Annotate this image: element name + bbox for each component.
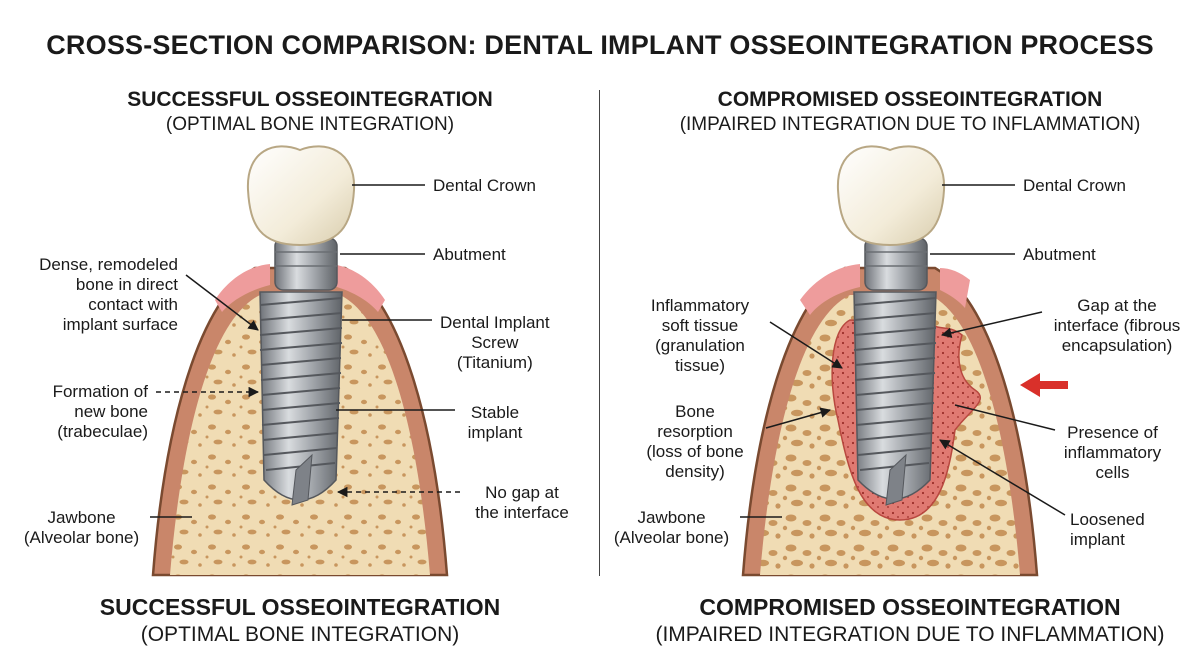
left-label-dense-bone: Dense, remodeled bone in direct contact … — [39, 255, 178, 334]
right-label-crown: Dental Crown — [1023, 176, 1126, 195]
left-label-jawbone: Jawbone (Alveolar bone) — [23, 508, 140, 547]
right-crown — [836, 145, 946, 247]
left-footer-heading: SUCCESSFUL OSSEOINTEGRATION — [99, 594, 501, 620]
left-label-abutment: Abutment — [433, 245, 506, 264]
right-label-inflammatory-tissue: Inflammatory soft tissue (granulation ti… — [650, 296, 750, 375]
left-label-new-bone: Formation of new bone (trabeculae) — [52, 382, 148, 441]
left-label-stable: Stable implant — [467, 403, 523, 442]
right-label-inflammatory-cells: Presence of inflammatory cells — [1063, 423, 1162, 482]
right-footer-heading: COMPROMISED OSSEOINTEGRATION — [699, 594, 1121, 620]
right-label-bone-resorption: Bone resorption (loss of bone density) — [646, 402, 744, 481]
left-implant — [259, 237, 343, 506]
right-heading: COMPROMISED OSSEOINTEGRATION — [717, 88, 1103, 111]
right-label-gap: Gap at the interface (fibrous encapsulat… — [1053, 296, 1181, 355]
right-footer-sub: (IMPAIRED INTEGRATION DUE TO INFLAMMATIO… — [655, 623, 1165, 646]
inflammation-alert-arrow-icon — [1020, 373, 1068, 397]
panel-divider — [599, 90, 600, 576]
right-label-jawbone: Jawbone (Alveolar bone) — [613, 508, 730, 547]
right-subheading: (IMPAIRED INTEGRATION DUE TO INFLAMMATIO… — [679, 114, 1141, 135]
left-heading: SUCCESSFUL OSSEOINTEGRATION — [127, 88, 493, 111]
left-label-no-gap: No gap at the interface — [475, 483, 569, 522]
left-label-crown: Dental Crown — [433, 176, 536, 195]
page-title: CROSS-SECTION COMPARISON: DENTAL IMPLANT… — [46, 30, 1154, 60]
right-implant — [853, 237, 937, 506]
left-footer-sub: (OPTIMAL BONE INTEGRATION) — [140, 623, 460, 646]
right-label-loosened: Loosened implant — [1070, 510, 1145, 549]
left-subheading: (OPTIMAL BONE INTEGRATION) — [165, 114, 455, 135]
left-crown — [246, 145, 356, 247]
right-leaders — [740, 184, 1066, 518]
left-label-screw: Dental Implant Screw (Titanium) — [440, 313, 550, 372]
right-label-abutment: Abutment — [1023, 245, 1096, 264]
left-leaders — [150, 184, 460, 518]
